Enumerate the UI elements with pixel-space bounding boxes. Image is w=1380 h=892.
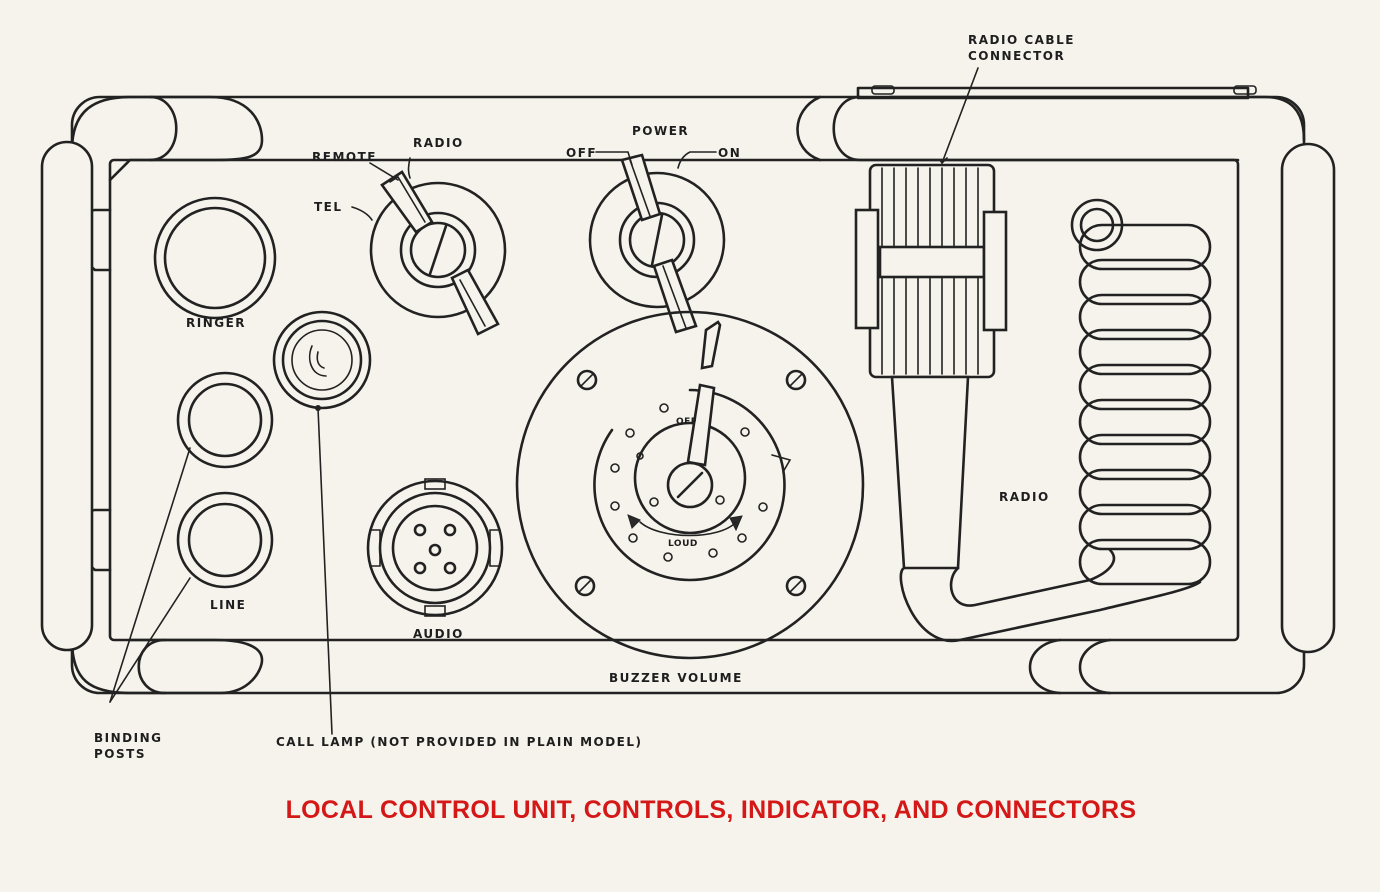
figure-caption: LOCAL CONTROL UNIT, CONTROLS, INDICATOR,… bbox=[286, 796, 1137, 824]
label-radio-cable: RADIO bbox=[999, 490, 1050, 504]
label-binding-posts-line2: POSTS bbox=[94, 747, 146, 761]
label-radio-switch: RADIO bbox=[413, 136, 464, 150]
power-switch[interactable] bbox=[588, 153, 726, 334]
label-buzzer-volume: BUZZER VOLUME bbox=[609, 671, 743, 685]
label-line: LINE bbox=[210, 598, 246, 612]
left-handle[interactable] bbox=[40, 140, 94, 652]
label-radio-cable-connector-line2: CONNECTOR bbox=[968, 49, 1065, 63]
label-off: OFF bbox=[566, 146, 597, 160]
right-handle[interactable] bbox=[1280, 142, 1336, 654]
panel-frame bbox=[70, 85, 1306, 695]
call-lamp bbox=[272, 310, 372, 410]
label-tel: TEL bbox=[314, 200, 343, 214]
label-call-lamp: CALL LAMP (NOT PROVIDED IN PLAIN MODEL) bbox=[276, 735, 643, 749]
coiled-radio-cable bbox=[1070, 198, 1212, 586]
leader-lines bbox=[109, 67, 979, 735]
binding-post-upper[interactable] bbox=[176, 371, 274, 469]
radio-cable-connector[interactable] bbox=[854, 163, 1202, 643]
audio-connector[interactable] bbox=[366, 478, 504, 617]
labels: RADIO CABLE CONNECTOR REMOTE RADIO TEL O… bbox=[94, 33, 1075, 761]
ringer bbox=[153, 196, 277, 320]
label-audio: AUDIO bbox=[413, 627, 464, 641]
label-power: POWER bbox=[632, 124, 689, 138]
label-ringer: RINGER bbox=[186, 316, 246, 330]
buzzer-volume-dial[interactable] bbox=[515, 310, 865, 660]
label-dial-off: OFF bbox=[676, 417, 697, 427]
label-on: ON bbox=[718, 146, 741, 160]
radio-tel-remote-switch[interactable] bbox=[369, 170, 507, 336]
label-binding-posts-line1: BINDING bbox=[94, 731, 162, 745]
label-radio-cable-connector-line1: RADIO CABLE bbox=[968, 33, 1075, 47]
label-dial-loud: LOUD bbox=[668, 539, 698, 549]
label-remote: REMOTE bbox=[312, 150, 377, 164]
binding-post-lower[interactable] bbox=[176, 491, 274, 589]
